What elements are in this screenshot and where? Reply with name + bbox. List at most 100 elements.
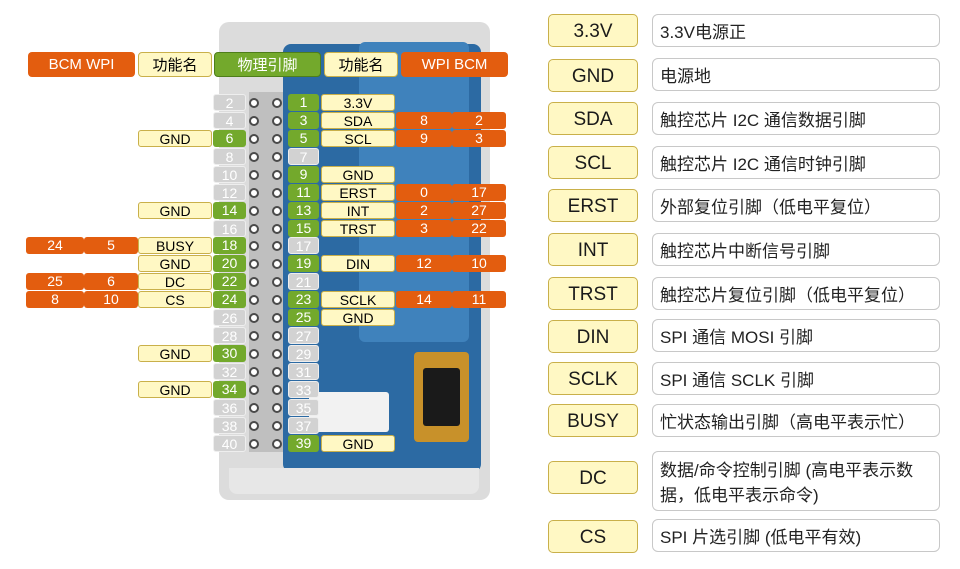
physical-pin-odd: 31 [288,363,319,380]
pin-pad-even [249,277,259,287]
pin-pad-odd [272,295,282,305]
physical-pin-odd: 37 [288,417,319,434]
physical-pin-even: 8 [213,148,246,165]
physical-pin-odd: 25 [288,309,319,326]
right-wpi-number: 0 [396,184,452,201]
left-function-label: CS [138,291,212,308]
pin-pad-odd [272,134,282,144]
left-wpi-number: 6 [84,273,138,290]
pin-pad-even [249,98,259,108]
physical-pin-odd: 29 [288,345,319,362]
physical-pin-even: 16 [213,220,246,237]
right-function-label: GND [321,166,395,183]
left-function-label: GND [138,202,212,219]
pin-pad-even [249,170,259,180]
left-wpi-number: 5 [84,237,138,254]
right-bcm-number: 27 [452,202,506,219]
legend-description: 忙状态输出引脚（高电平表示忙） [652,404,940,437]
legend-key: ERST [548,189,638,222]
physical-pin-odd: 35 [288,399,319,416]
pin-pad-even [249,313,259,323]
physical-pin-even: 14 [213,202,246,219]
legend-key: SCLK [548,362,638,395]
physical-pin-odd: 15 [288,220,319,237]
physical-pin-even: 40 [213,435,246,452]
physical-pin-even: 34 [213,381,246,398]
right-function-label: SCLK [321,291,395,308]
pin-pad-odd [272,439,282,449]
pin-pad-even [249,295,259,305]
header-bcm-wpi: BCM WPI [28,52,135,77]
pin-pad-even [249,206,259,216]
legend-key: BUSY [548,404,638,437]
legend-key: CS [548,520,638,553]
legend-description: 3.3V电源正 [652,14,940,47]
right-bcm-number: 22 [452,220,506,237]
pin-pad-odd [272,116,282,126]
physical-pin-odd: 33 [288,381,319,398]
legend-description: SPI 通信 SCLK 引脚 [652,362,940,395]
physical-pin-even: 30 [213,345,246,362]
pin-pad-odd [272,331,282,341]
pin-pad-odd [272,403,282,413]
right-wpi-number: 3 [396,220,452,237]
pin-pad-odd [272,385,282,395]
physical-pin-even: 22 [213,273,246,290]
physical-pin-odd: 5 [288,130,319,147]
right-function-label: 3.3V [321,94,395,111]
left-function-label: GND [138,345,212,362]
right-function-label: DIN [321,255,395,272]
legend-description: 触控芯片 I2C 通信数据引脚 [652,102,940,135]
right-wpi-number: 2 [396,202,452,219]
legend-key: 3.3V [548,14,638,47]
left-bcm-number: 8 [26,291,84,308]
right-function-label: INT [321,202,395,219]
left-bcm-number: 24 [26,237,84,254]
header-function-left: 功能名 [138,52,212,77]
board-edge [229,468,479,494]
pin-pad-odd [272,349,282,359]
physical-pin-even: 24 [213,291,246,308]
header-physical-pin: 物理引脚 [214,52,321,77]
legend-description: SPI 片选引脚 (低电平有效) [652,519,940,552]
right-bcm-number: 3 [452,130,506,147]
legend-key: SDA [548,102,638,135]
physical-pin-odd: 9 [288,166,319,183]
legend-key: DIN [548,320,638,353]
physical-pin-even: 18 [213,237,246,254]
physical-pin-even: 12 [213,184,246,201]
right-bcm-number: 2 [452,112,506,129]
legend-key: TRST [548,277,638,310]
physical-pin-even: 32 [213,363,246,380]
left-function-label: DC [138,273,212,290]
pin-pad-even [249,385,259,395]
right-bcm-number: 11 [452,291,506,308]
legend-description: SPI 通信 MOSI 引脚 [652,319,940,352]
legend-description: 电源地 [652,58,940,91]
right-function-label: ERST [321,184,395,201]
right-function-label: SDA [321,112,395,129]
pin-pad-even [249,224,259,234]
left-bcm-number: 25 [26,273,84,290]
header-function-right: 功能名 [324,52,398,77]
physical-pin-odd: 11 [288,184,319,201]
left-function-label: BUSY [138,237,212,254]
pin-pad-odd [272,259,282,269]
legend-description: 触控芯片 I2C 通信时钟引脚 [652,146,940,179]
physical-pin-odd: 23 [288,291,319,308]
right-wpi-number: 14 [396,291,452,308]
right-wpi-number: 9 [396,130,452,147]
pin-pad-odd [272,313,282,323]
right-bcm-number: 10 [452,255,506,272]
physical-pin-even: 10 [213,166,246,183]
legend-key: SCL [548,146,638,179]
physical-pin-odd: 39 [288,435,319,452]
physical-pin-even: 26 [213,309,246,326]
pin-pad-even [249,403,259,413]
legend-key: GND [548,59,638,92]
pin-pad-odd [272,277,282,287]
pin-pad-even [249,188,259,198]
pin-pad-odd [272,152,282,162]
pin-pad-odd [272,367,282,377]
right-function-label: GND [321,435,395,452]
